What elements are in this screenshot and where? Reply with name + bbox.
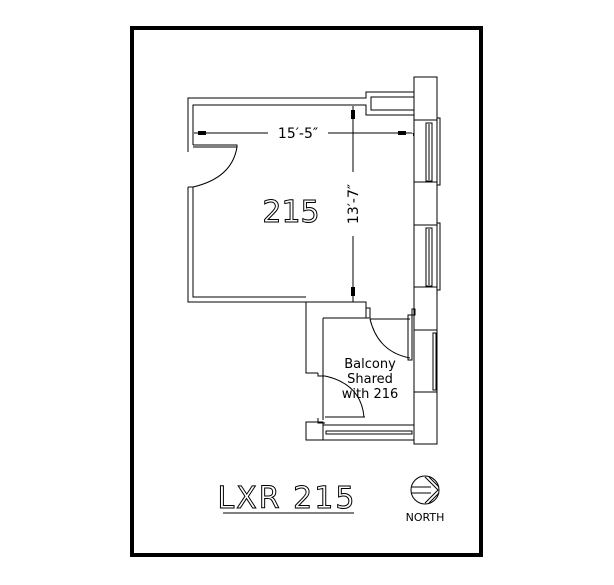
north-label: NORTH <box>406 511 445 524</box>
window-1 <box>425 117 441 186</box>
sheet-border <box>130 26 483 557</box>
sheet-title: LXR 215 <box>218 481 357 516</box>
balcony-label-line1: Balcony <box>344 357 396 372</box>
depth-dimension-line <box>351 106 355 302</box>
balcony-doors <box>324 318 411 418</box>
room-number: 215 <box>262 195 319 230</box>
balcony-label-line3: with 216 <box>342 387 399 402</box>
balcony-label-line2: Shared <box>347 372 393 387</box>
width-dimension-line <box>194 131 415 138</box>
entry-door <box>192 146 238 188</box>
north-arrow-icon <box>410 475 440 505</box>
window-3 <box>432 332 437 391</box>
exterior-wall <box>413 76 438 445</box>
depth-dimension-label: 13′-7″ <box>346 184 362 224</box>
width-dimension-label: 15′-5″ <box>278 126 318 142</box>
balcony-walls <box>305 301 416 441</box>
room-walls <box>187 91 415 303</box>
window-2 <box>425 222 441 291</box>
